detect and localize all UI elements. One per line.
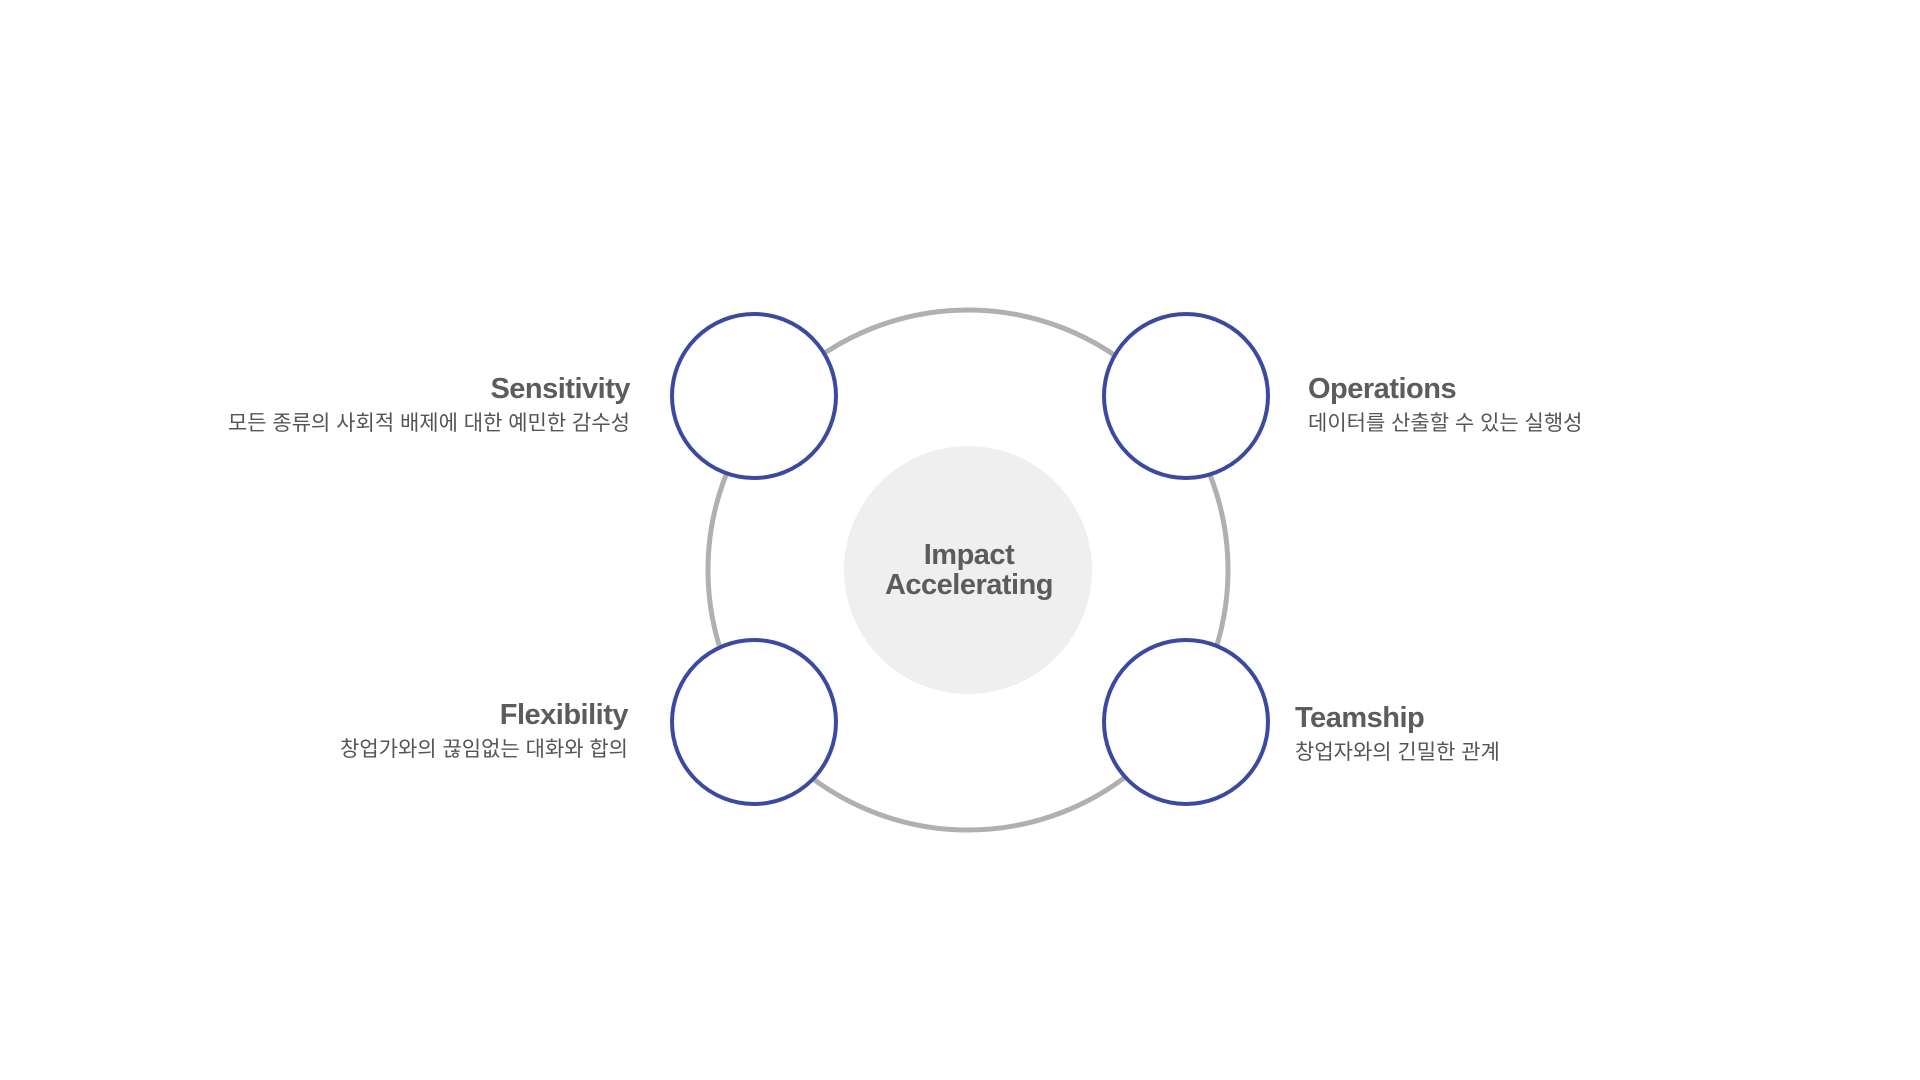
node-circle-teamship — [1102, 638, 1270, 806]
node-operations: Operations 데이터를 산출할 수 있는 실행성 — [1308, 372, 1828, 438]
node-title-operations: Operations — [1308, 373, 1457, 405]
node-title-flexibility: Flexibility — [499, 699, 629, 731]
node-title-teamship: Teamship — [1295, 702, 1425, 734]
node-teamship: Teamship 창업자와의 긴밀한 관계 — [1295, 701, 1815, 767]
node-title-sensitivity: Sensitivity — [490, 373, 630, 405]
center-label-line2: Accelerating — [884, 569, 1054, 601]
node-description-sensitivity: 모든 종류의 사회적 배제에 대한 예민한 감수성 — [227, 412, 630, 435]
node-sensitivity: Sensitivity 모든 종류의 사회적 배제에 대한 예민한 감수성 — [110, 372, 631, 438]
node-description-operations: 데이터를 산출할 수 있는 실행성 — [1308, 412, 1583, 435]
node-flexibility: Flexibility 창업가와의 끊임없는 대화와 합의 — [108, 698, 628, 764]
center-label-line1: Impact — [923, 539, 1015, 571]
node-circle-flexibility — [670, 638, 838, 806]
node-description-flexibility: 창업가와의 끊임없는 대화와 합의 — [340, 738, 628, 761]
node-circle-operations — [1102, 312, 1270, 480]
center-circle — [844, 446, 1092, 694]
node-circle-sensitivity — [670, 312, 838, 480]
outer-ring — [705, 307, 1231, 833]
center-label: Impact Accelerating — [844, 540, 1094, 600]
node-description-teamship: 창업자와의 긴밀한 관계 — [1295, 741, 1500, 764]
